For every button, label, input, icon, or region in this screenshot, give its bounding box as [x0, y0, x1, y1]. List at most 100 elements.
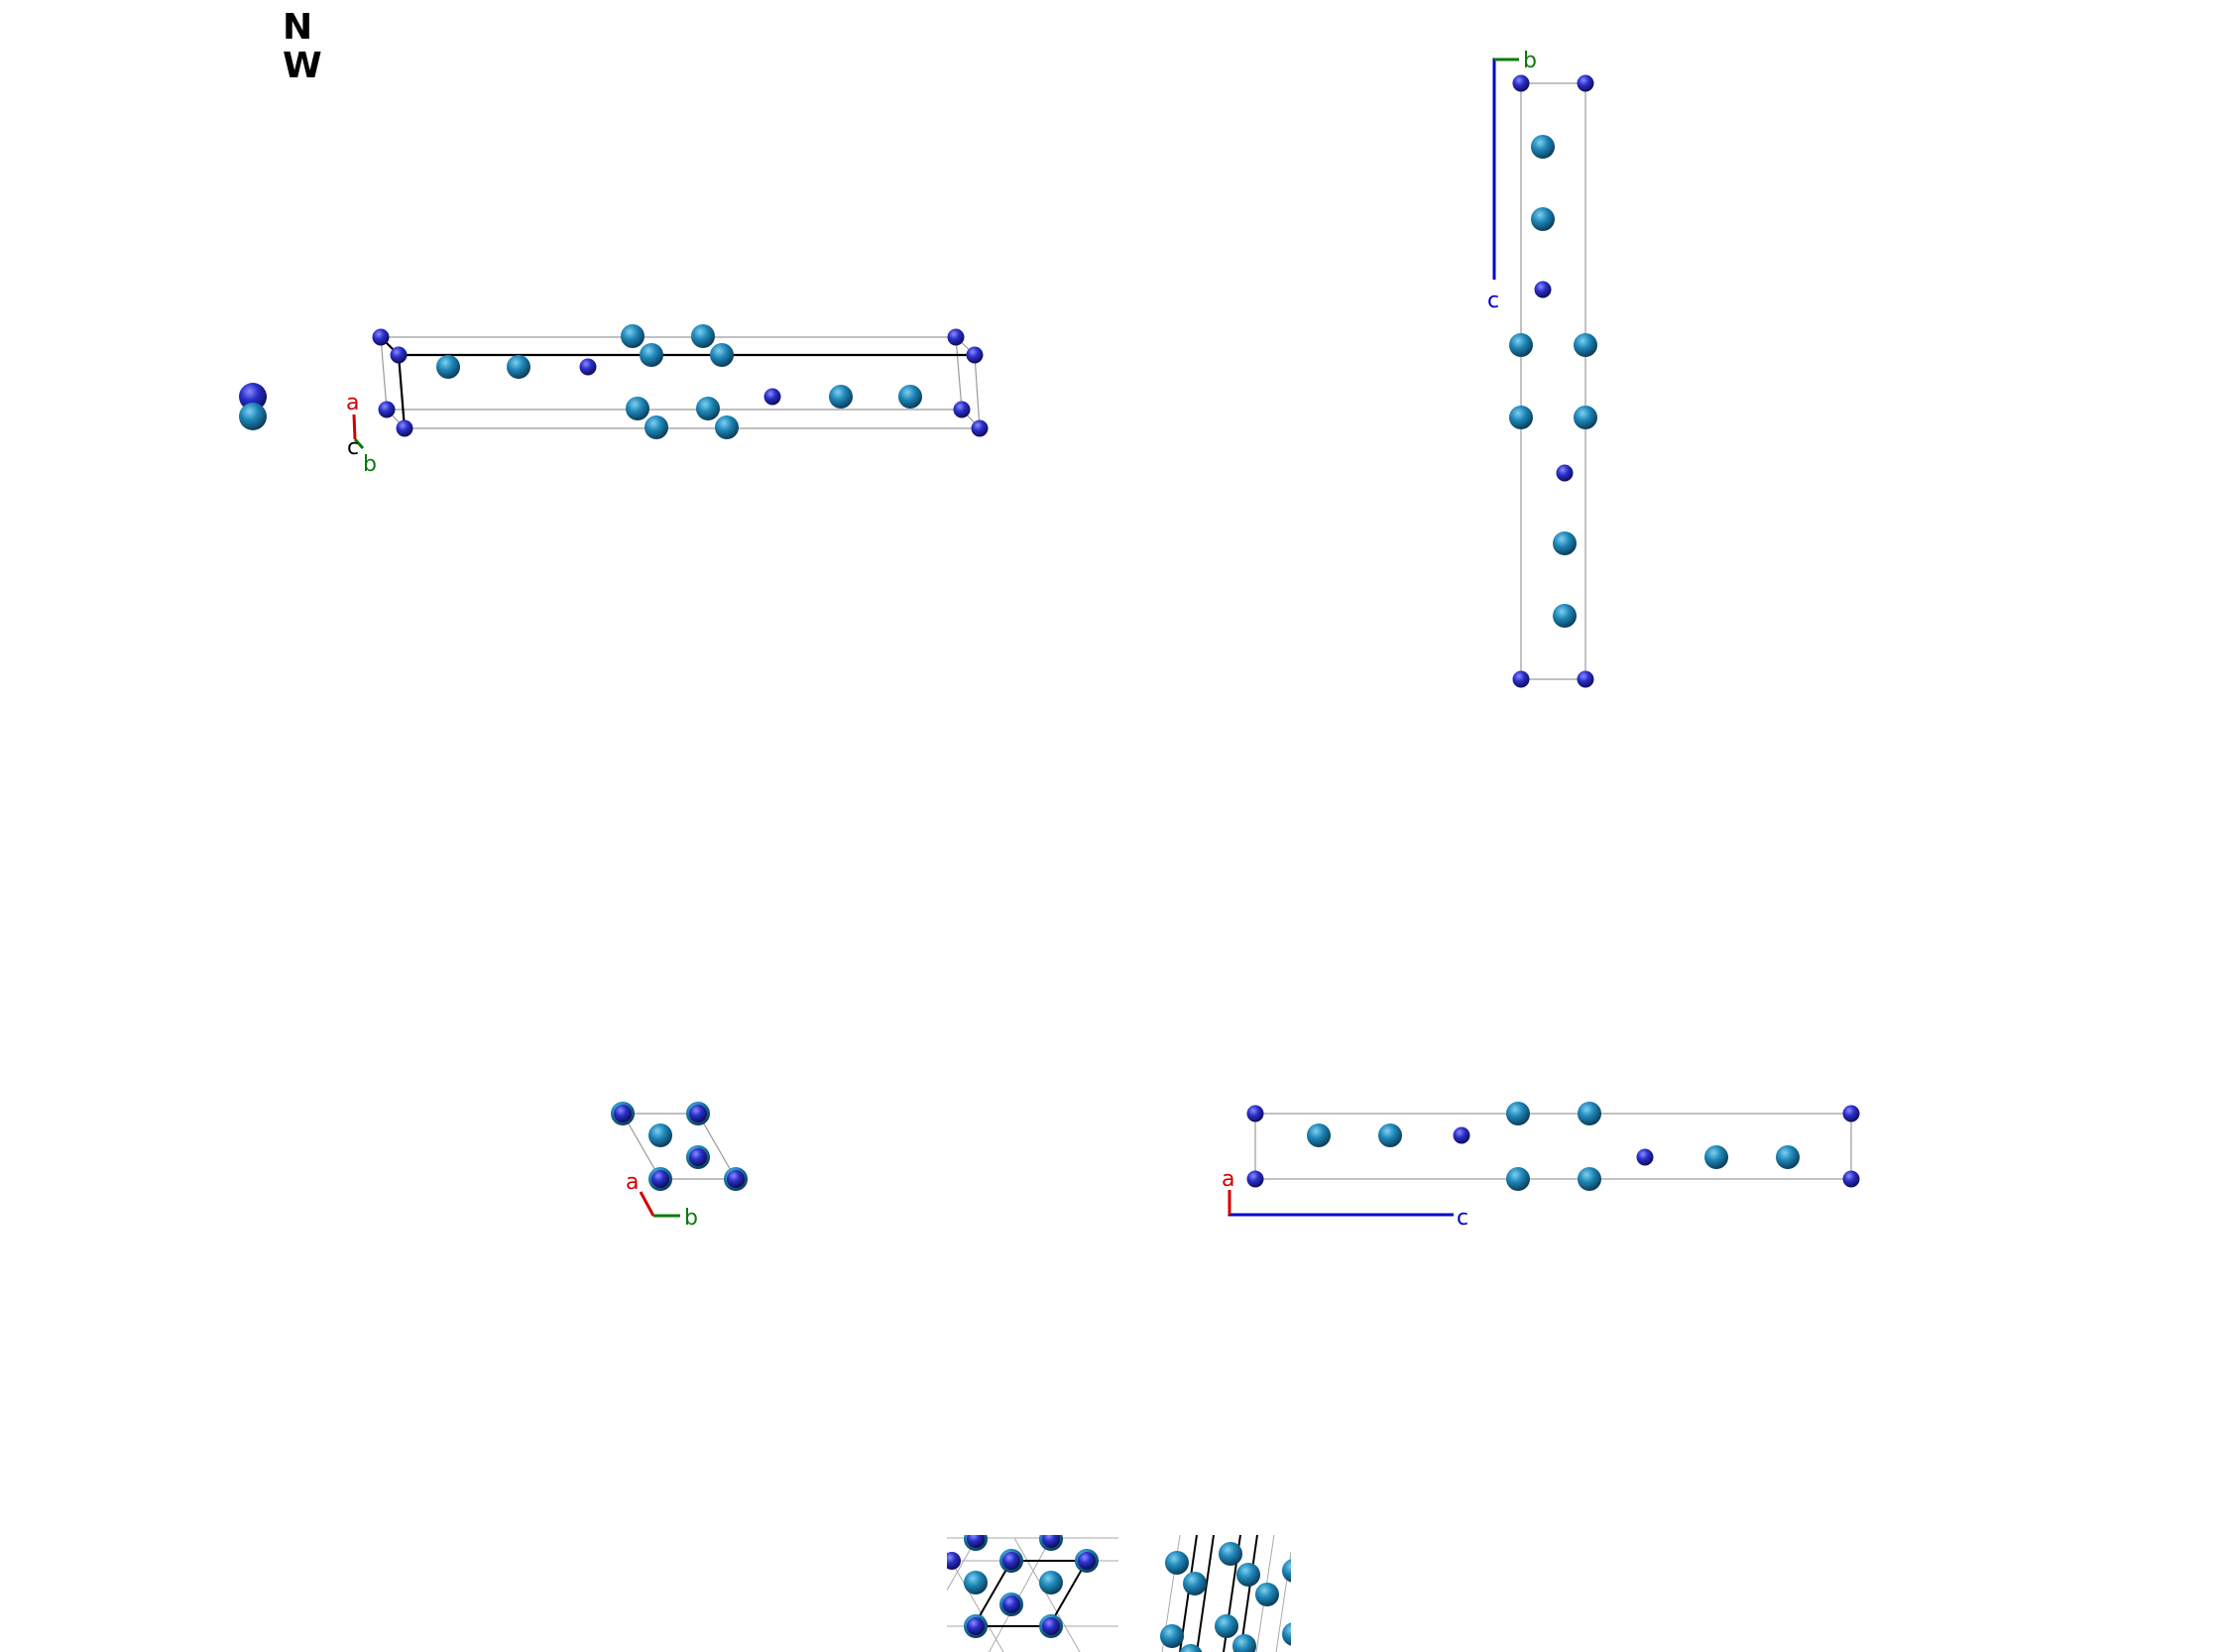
atom-w — [1531, 207, 1555, 231]
axis-label-a: a — [626, 1170, 639, 1195]
atom-n — [651, 1170, 669, 1188]
atom-w — [1506, 1102, 1530, 1125]
perspective-view: a c b — [239, 324, 989, 477]
atom-n — [966, 346, 984, 364]
atom-n — [947, 1552, 961, 1570]
atom-w — [621, 324, 644, 348]
axis-triad: a c b — [346, 391, 377, 477]
atom-n — [1556, 464, 1574, 482]
atom-w — [696, 397, 720, 420]
view-along-a: b c — [1487, 49, 1597, 688]
atom-w — [1509, 333, 1533, 357]
atom-n — [1246, 1105, 1264, 1122]
atom-w — [1215, 1614, 1238, 1638]
atom-w — [640, 343, 663, 367]
atom-n — [689, 1148, 707, 1166]
axis-label-a: a — [346, 391, 359, 415]
atom-n — [967, 1617, 985, 1635]
atom-w — [1282, 1559, 1291, 1583]
atom-n — [372, 328, 390, 346]
atom-n — [1453, 1126, 1470, 1144]
atom-w — [1160, 1624, 1184, 1648]
atom-w — [1574, 333, 1597, 357]
view-along-b: a c — [1222, 1102, 1860, 1231]
unit-cell-back — [380, 336, 981, 429]
supercell-view-side — [1160, 1535, 1291, 1652]
atom-w — [1506, 1167, 1530, 1191]
atom-n — [1078, 1552, 1096, 1570]
axis-label-c: c — [1487, 289, 1499, 313]
atom-n — [579, 358, 597, 376]
atom-w — [644, 415, 668, 439]
atom-n — [967, 1535, 985, 1548]
atom-w — [507, 355, 530, 379]
atom-n — [1002, 1595, 1020, 1613]
atom-w — [239, 403, 267, 430]
atom-n — [239, 383, 267, 411]
supercell-view-hexagonal — [947, 1535, 1118, 1652]
atom-w — [436, 355, 460, 379]
atom-w — [829, 385, 853, 409]
atom-w — [1578, 1167, 1601, 1191]
atom-w — [1578, 1102, 1601, 1125]
atom-w — [648, 1123, 672, 1147]
atom-n — [1577, 670, 1594, 688]
atom-n — [971, 419, 989, 437]
axis-label-b: b — [363, 452, 377, 477]
atoms — [947, 1535, 1099, 1638]
atom-w — [1183, 1572, 1207, 1595]
atom-n — [614, 1105, 632, 1122]
axis-triad: a b — [626, 1170, 698, 1231]
chemical-formula: N W — [283, 8, 322, 85]
atom-w — [1574, 406, 1597, 429]
atom-w — [1776, 1145, 1800, 1169]
atom-w — [1179, 1644, 1203, 1652]
atom-w — [1282, 1622, 1291, 1646]
atom-w — [1531, 135, 1555, 159]
edge-atoms — [239, 383, 267, 430]
atom-w — [1255, 1583, 1279, 1606]
atoms — [611, 1102, 748, 1191]
atom-n — [689, 1105, 707, 1122]
atom-n — [1246, 1170, 1264, 1188]
atoms — [1509, 74, 1597, 688]
atom-n — [763, 388, 781, 406]
axis-label-b: b — [1523, 49, 1537, 73]
axis-label-b: b — [684, 1206, 698, 1231]
supercell-outline — [973, 1560, 1088, 1627]
atom-n — [378, 401, 396, 418]
unit-cell — [621, 1113, 738, 1180]
view-along-c: a b — [611, 1102, 748, 1231]
atom-w — [1378, 1123, 1402, 1147]
axis-label-c: c — [1457, 1206, 1468, 1231]
atoms — [1246, 1102, 1860, 1191]
atom-n — [1512, 670, 1530, 688]
formula-line-2: W — [283, 46, 322, 86]
atom-w — [964, 1571, 988, 1594]
atom-w — [1232, 1634, 1256, 1652]
atom-n — [1002, 1552, 1020, 1570]
atom-n — [953, 401, 971, 418]
atom-w — [1704, 1145, 1728, 1169]
atom-w — [1219, 1542, 1242, 1566]
unit-cell — [1254, 1113, 1852, 1180]
atom-n — [727, 1170, 745, 1188]
atom-w — [691, 324, 715, 348]
atoms — [372, 324, 989, 439]
atom-w — [710, 343, 734, 367]
atom-w — [715, 415, 739, 439]
unit-cell-front — [380, 336, 975, 429]
axis-label-c: c — [347, 435, 359, 460]
atom-n — [947, 328, 965, 346]
atom-n — [1636, 1148, 1654, 1166]
atom-n — [1042, 1617, 1060, 1635]
supercell-grid — [947, 1537, 1118, 1652]
atom-w — [1307, 1123, 1331, 1147]
atom-n — [1842, 1105, 1860, 1122]
atom-n — [1534, 281, 1552, 298]
atom-n — [396, 419, 413, 437]
atom-w — [898, 385, 922, 409]
axis-label-a: a — [1222, 1167, 1234, 1192]
atom-w — [1165, 1551, 1189, 1575]
axis-triad: b c — [1487, 49, 1537, 313]
